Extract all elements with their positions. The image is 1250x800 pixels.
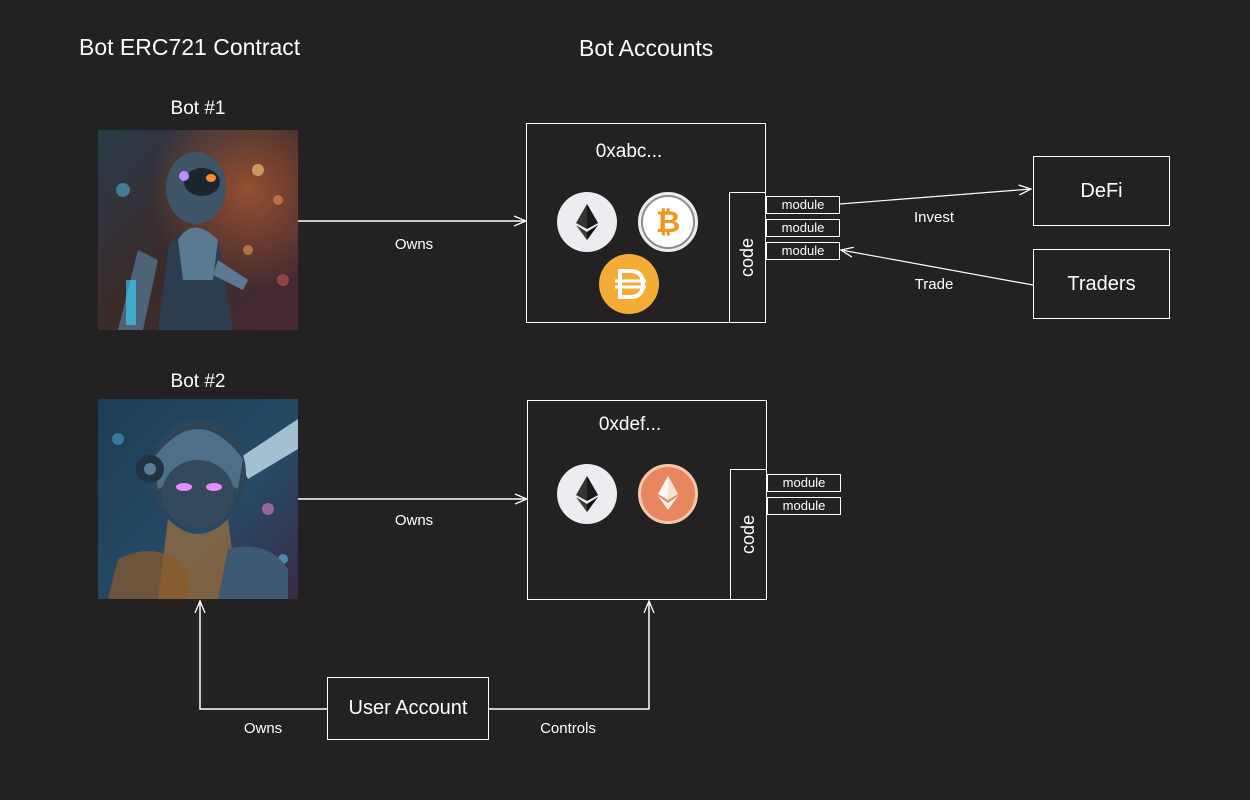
bot-account-1: 0xabc... ₿ code: [526, 123, 766, 323]
user-controls-arrow: [489, 601, 649, 710]
invest-arrow: [839, 189, 1031, 205]
code-panel-1: code: [729, 192, 766, 323]
contract-heading: Bot ERC721 Contract: [79, 34, 301, 60]
module-2-2: module: [767, 497, 841, 515]
module-1-1: module: [766, 196, 840, 214]
invest-label: Invest: [913, 209, 955, 226]
bot-2-image: [98, 399, 298, 599]
accounts-heading: Bot Accounts: [579, 35, 714, 61]
trade-label: Trade: [914, 276, 954, 293]
user-controls-label: Controls: [540, 720, 596, 737]
dai-icon: [599, 254, 659, 314]
user-owns-arrow: [200, 601, 327, 710]
ethereum-orange-icon: [638, 464, 698, 524]
user-owns-label: Owns: [243, 720, 283, 737]
code-panel-2: code: [730, 469, 767, 600]
bitcoin-icon: ₿: [638, 192, 698, 252]
traders-box: Traders: [1033, 249, 1170, 319]
account-1-address: 0xabc...: [595, 141, 663, 162]
account-2-address: 0xdef...: [598, 414, 662, 435]
ethereum-icon: [557, 192, 617, 252]
owns-label-2: Owns: [394, 512, 434, 529]
user-account-box: User Account: [327, 677, 489, 740]
defi-box: DeFi: [1033, 156, 1170, 226]
ethereum-icon: [557, 464, 617, 524]
owns-label-1: Owns: [394, 236, 434, 253]
bot-account-2: 0xdef... code: [527, 400, 767, 600]
user-account-label: User Account: [348, 697, 468, 719]
bot-1-label: Bot #1: [170, 98, 226, 119]
module-2-1: module: [767, 474, 841, 492]
traders-label: Traders: [1067, 272, 1136, 295]
bot-2-label: Bot #2: [170, 371, 226, 392]
bot-1-image: [98, 130, 298, 330]
module-1-2: module: [766, 219, 840, 237]
svg-text:₿: ₿: [656, 206, 680, 239]
trade-arrow: [841, 250, 1034, 286]
defi-label: DeFi: [1080, 179, 1123, 202]
